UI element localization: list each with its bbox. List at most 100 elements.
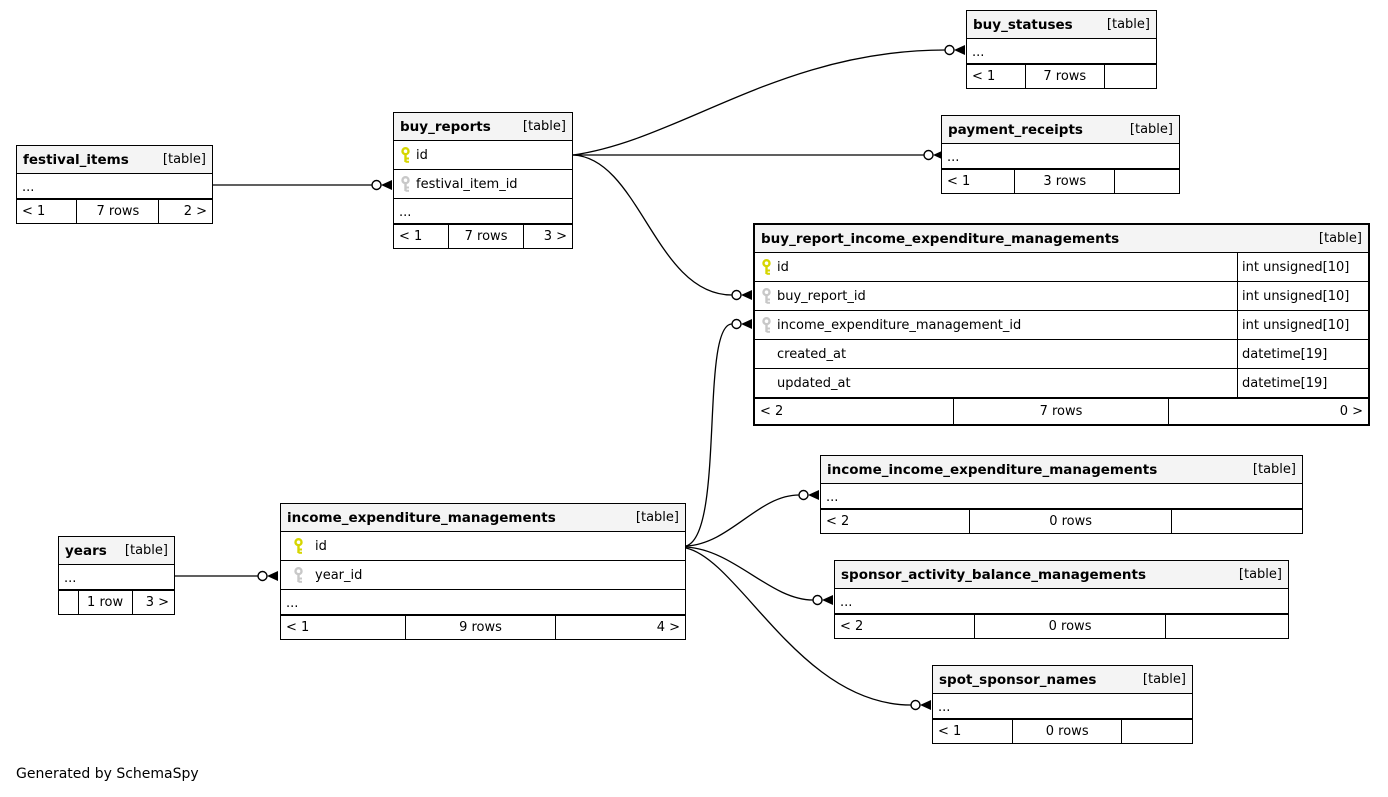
table-tag: [table] — [635, 510, 679, 525]
footer-children: 3 > — [543, 229, 567, 244]
footer-parents: < 1 — [933, 720, 1014, 743]
column-type: datetime[19] — [1237, 369, 1368, 397]
column-name: year_id — [315, 567, 363, 583]
table-name[interactable]: income_income_expenditure_managements — [827, 461, 1158, 478]
footer-children — [1115, 170, 1179, 193]
column-type: datetime[19] — [1237, 340, 1368, 368]
table-name[interactable]: years — [65, 542, 107, 559]
footer-children — [1166, 615, 1288, 638]
footer-children: 3 > — [145, 595, 169, 610]
table-tag: [table] — [1106, 17, 1150, 32]
column-type: int unsigned[10] — [1237, 311, 1368, 339]
table-footer: < 1 7 rows 3 > — [394, 224, 572, 248]
table-income_income_expenditure_managements: income_income_expenditure_managements [t… — [820, 455, 1303, 534]
table-name[interactable]: spot_sponsor_names — [939, 671, 1097, 688]
ellipsis-row: ... — [17, 174, 212, 199]
footer-parents: < 1 — [942, 170, 1016, 193]
table-header[interactable]: buy_report_income_expenditure_management… — [755, 225, 1368, 253]
table-header[interactable]: payment_receipts [table] — [942, 116, 1179, 144]
table-header[interactable]: income_expenditure_managements [table] — [281, 504, 685, 532]
table-footer: < 1 7 rows — [967, 64, 1156, 88]
footer-rowcount: 7 rows — [449, 225, 524, 248]
footer-rowcount: 1 row — [79, 591, 133, 614]
footer-rowcount: 0 rows — [975, 615, 1166, 638]
table-tag: [table] — [522, 119, 566, 134]
footer-children: 0 > — [1339, 404, 1363, 419]
footer-parents: < 2 — [755, 399, 955, 424]
table-header[interactable]: buy_statuses [table] — [967, 11, 1156, 39]
table-tag: [table] — [1318, 231, 1362, 246]
column-name: income_expenditure_management_id — [777, 317, 1022, 333]
table-header[interactable]: years [table] — [59, 537, 174, 565]
footer-rowcount: 0 rows — [1013, 720, 1123, 743]
column-name: buy_report_id — [777, 288, 866, 304]
column-row: id int unsigned[10] — [755, 253, 1368, 282]
table-name[interactable]: income_expenditure_managements — [287, 509, 556, 526]
table-tag: [table] — [1129, 122, 1173, 137]
footer-rowcount: 3 rows — [1015, 170, 1116, 193]
footer-parents: < 1 — [17, 200, 78, 223]
column-name: id — [777, 259, 789, 275]
table-income_expenditure_managements: income_expenditure_managements [table] i… — [280, 503, 686, 640]
footer-rowcount: 0 rows — [970, 510, 1173, 533]
column-row: created_at datetime[19] — [755, 340, 1368, 369]
footer-children — [1122, 720, 1192, 743]
table-tag: [table] — [1142, 672, 1186, 687]
footer-rowcount: 7 rows — [77, 200, 160, 223]
table-header[interactable]: festival_items [table] — [17, 146, 212, 174]
table-tag: [table] — [162, 152, 206, 167]
footer-rowcount: 9 rows — [406, 616, 556, 639]
footer-rowcount: 7 rows — [1026, 65, 1105, 88]
table-footer: < 2 7 rows 0 > — [755, 398, 1368, 424]
generated-by-note: Generated by SchemaSpy — [16, 766, 199, 782]
no-key-icon — [755, 375, 777, 391]
footer-parents: < 2 — [835, 615, 976, 638]
foreign-key-icon — [755, 288, 777, 304]
table-name[interactable]: festival_items — [23, 151, 129, 168]
table-name[interactable]: buy_reports — [400, 118, 491, 135]
table-header[interactable]: spot_sponsor_names [table] — [933, 666, 1192, 694]
column-row: buy_report_id int unsigned[10] — [755, 282, 1368, 311]
column-name: created_at — [777, 346, 847, 362]
ellipsis-row: ... — [59, 565, 174, 590]
footer-parents: < 1 — [394, 225, 450, 248]
ellipsis-row: ... — [967, 39, 1156, 64]
foreign-key-icon — [755, 317, 777, 333]
table-header[interactable]: income_income_expenditure_managements [t… — [821, 456, 1302, 484]
column-name: updated_at — [777, 375, 851, 391]
table-footer: < 1 3 rows — [942, 169, 1179, 193]
column-row: year_id — [281, 561, 685, 590]
ellipsis-row: ... — [281, 590, 685, 615]
column-type: int unsigned[10] — [1237, 282, 1368, 310]
table-tag: [table] — [1238, 567, 1282, 582]
table-sponsor_activity_balance_managements: sponsor_activity_balance_managements [ta… — [834, 560, 1289, 639]
column-row: id — [394, 141, 572, 170]
column-name: id — [315, 538, 327, 554]
foreign-key-icon — [394, 176, 416, 192]
footer-children: 2 > — [183, 204, 207, 219]
column-type: int unsigned[10] — [1237, 253, 1368, 281]
table-buy_statuses: buy_statuses [table] ... < 1 7 rows — [966, 10, 1157, 89]
footer-children — [1172, 510, 1302, 533]
table-name[interactable]: payment_receipts — [948, 121, 1083, 138]
table-name[interactable]: sponsor_activity_balance_managements — [841, 566, 1146, 583]
footer-parents: < 1 — [281, 616, 407, 639]
table-footer: < 1 9 rows 4 > — [281, 615, 685, 639]
ellipsis-row: ... — [933, 694, 1192, 719]
ellipsis-row: ... — [394, 199, 572, 224]
primary-key-icon — [755, 259, 777, 275]
table-name[interactable]: buy_report_income_expenditure_management… — [761, 230, 1120, 247]
table-header[interactable]: sponsor_activity_balance_managements [ta… — [835, 561, 1288, 589]
table-name[interactable]: buy_statuses — [973, 16, 1073, 33]
ellipsis-row: ... — [942, 144, 1179, 169]
footer-parents: < 2 — [821, 510, 971, 533]
footer-parents: < 1 — [967, 65, 1026, 88]
table-years: years [table] ... 1 row 3 > — [58, 536, 175, 615]
table-footer: < 2 0 rows — [835, 614, 1288, 638]
column-row: updated_at datetime[19] — [755, 369, 1368, 398]
column-name: id — [416, 147, 428, 163]
table-header[interactable]: buy_reports [table] — [394, 113, 572, 141]
table-buy_reports: buy_reports [table] id festival_item_id … — [393, 112, 573, 249]
footer-rowcount: 7 rows — [954, 399, 1169, 424]
